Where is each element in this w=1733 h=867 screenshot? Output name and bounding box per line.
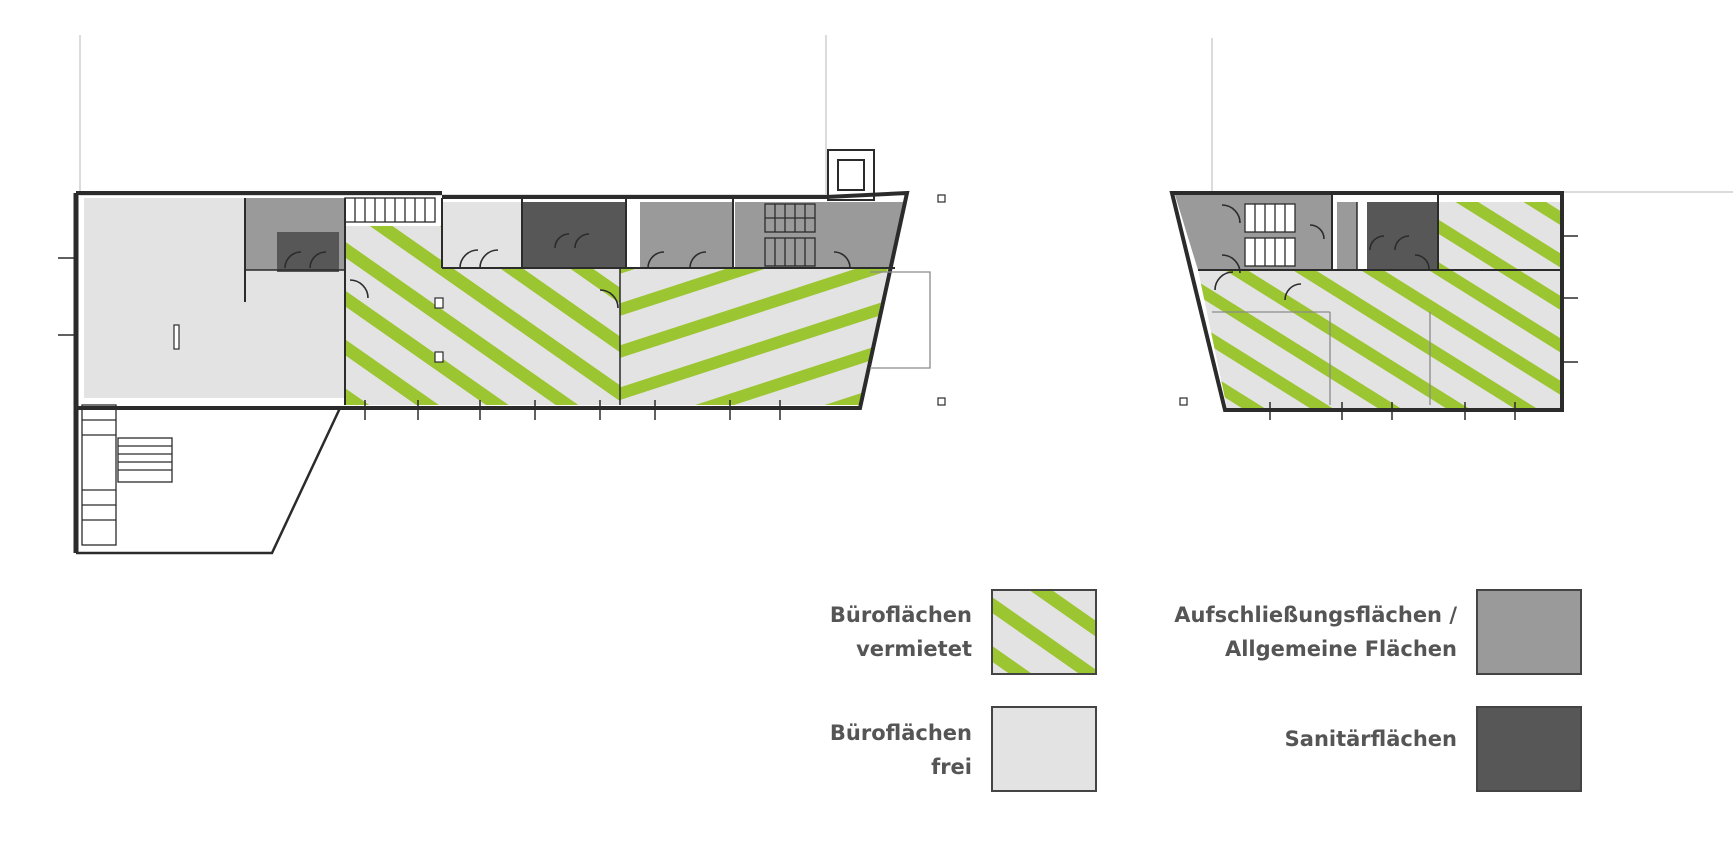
context-outline-left bbox=[79, 35, 827, 196]
context-outline-right bbox=[1211, 38, 1733, 193]
swatch-circulation bbox=[1476, 589, 1582, 675]
sanitary-west bbox=[277, 232, 339, 272]
right-building bbox=[1169, 38, 1733, 420]
window-ticks-right bbox=[1269, 235, 1578, 420]
rented-office-east-b bbox=[620, 268, 888, 405]
sanitary-center bbox=[523, 202, 626, 268]
door-swings-right bbox=[1214, 204, 1430, 301]
rented-office-right-north bbox=[1438, 202, 1562, 270]
left-building bbox=[58, 35, 946, 555]
legend-label-rented: Büroflächen vermietet bbox=[829, 603, 972, 661]
walls-left bbox=[73, 149, 931, 555]
rented-office-right bbox=[1198, 270, 1562, 408]
rented-office-east-a bbox=[345, 226, 620, 405]
survey-point bbox=[1179, 397, 1188, 406]
stair-hatching bbox=[81, 197, 816, 546]
stair-hatching-right bbox=[1244, 203, 1296, 267]
circulation-right-2 bbox=[1337, 202, 1357, 270]
free-office-area-2 bbox=[245, 270, 345, 398]
survey-point bbox=[937, 397, 946, 406]
circulation-stair-east bbox=[735, 202, 907, 268]
door-swings-left bbox=[284, 233, 851, 309]
legend-label-free: Büroflächen frei bbox=[829, 721, 972, 779]
swatch-rented bbox=[991, 589, 1097, 675]
free-room-1 bbox=[442, 202, 522, 268]
legend-label-sanitary: Sanitärflächen bbox=[1284, 727, 1457, 751]
legend-label-circulation: Aufschließungsflächen / Allgemeine Fläch… bbox=[1174, 603, 1457, 661]
walls-right bbox=[1169, 191, 1564, 412]
window-ticks-left bbox=[58, 257, 781, 420]
column-marker bbox=[434, 351, 444, 363]
column-marker bbox=[434, 297, 444, 309]
column-marker bbox=[173, 324, 180, 350]
swatch-sanitary bbox=[1476, 706, 1582, 792]
survey-point bbox=[937, 194, 946, 203]
swatch-free bbox=[991, 706, 1097, 792]
circulation-center bbox=[640, 202, 733, 268]
